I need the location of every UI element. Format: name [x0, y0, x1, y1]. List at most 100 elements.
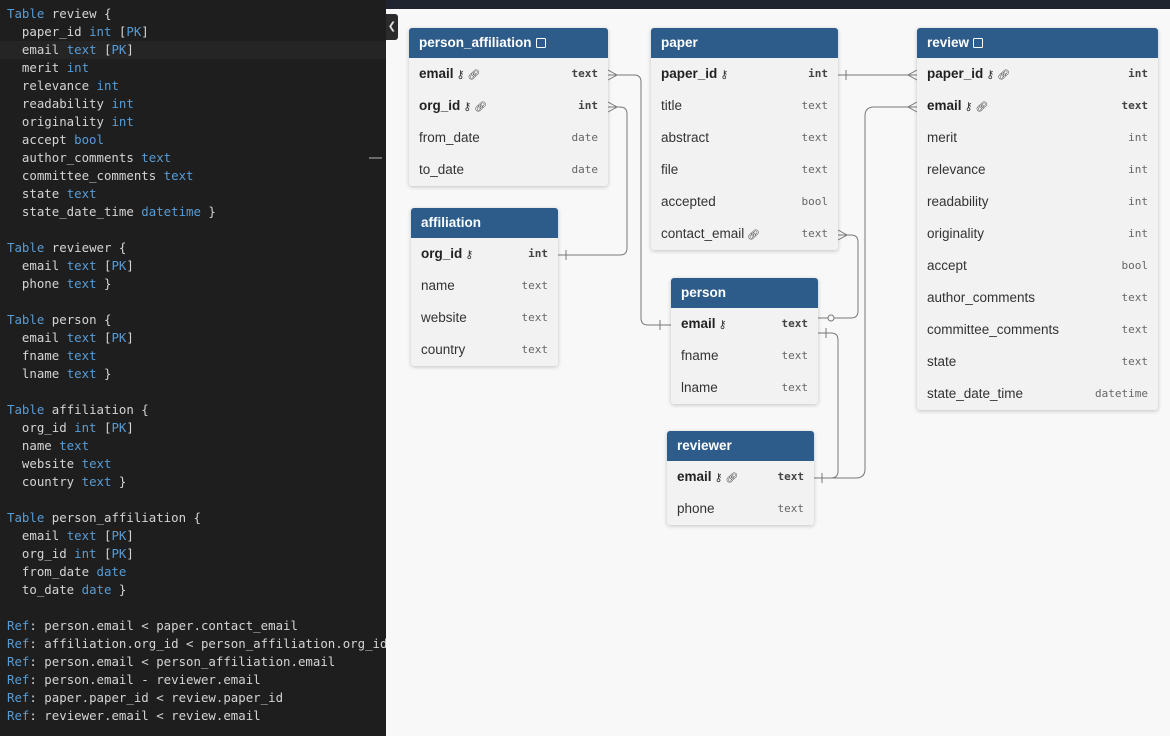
table-header[interactable]: review [917, 28, 1158, 58]
code-line[interactable]: email text [PK] [7, 527, 134, 545]
field-type: int [1128, 163, 1148, 176]
code-line[interactable]: Table review { [7, 5, 111, 23]
code-line[interactable]: Ref: person.email < paper.contact_email [7, 617, 298, 635]
note-icon[interactable] [973, 38, 984, 48]
code-line[interactable]: to_date date } [7, 581, 126, 599]
table-header[interactable]: paper [651, 28, 838, 58]
code-line[interactable]: merit int [7, 59, 89, 77]
code-text: [ [96, 528, 112, 543]
code-line[interactable]: Ref: reviewer.email < review.email [7, 707, 261, 725]
code-line[interactable]: author_comments text [7, 149, 171, 167]
code-line[interactable]: state text [7, 185, 97, 203]
top-bar [386, 0, 1170, 9]
code-line[interactable]: org_id int [PK] [7, 419, 134, 437]
code-line[interactable]: readability int [7, 95, 134, 113]
code-line[interactable]: Ref: person.email - reviewer.email [7, 671, 261, 689]
code-line[interactable]: email text [PK] [7, 41, 134, 59]
code-line[interactable]: accept bool [7, 131, 104, 149]
table-header[interactable]: reviewer [667, 431, 814, 461]
field-name: phone [677, 493, 715, 525]
code-line[interactable]: website text [7, 455, 112, 473]
field-row[interactable]: email⚷text [671, 308, 818, 340]
field-type: date [571, 131, 599, 144]
table-header[interactable]: person_affiliation [409, 28, 608, 58]
code-line[interactable]: Table person { [7, 311, 111, 329]
code-line[interactable]: Table affiliation { [7, 401, 149, 419]
code-text: org_id [7, 546, 75, 561]
collapse-editor-button[interactable]: ❮ [386, 14, 398, 40]
code-line[interactable]: email text [PK] [7, 257, 134, 275]
code-text: [ [96, 420, 112, 435]
field-name-text: relevance [927, 162, 986, 177]
field-row[interactable]: email⚷🔗︎text [917, 90, 1158, 122]
code-editor[interactable]: Table review { paper_id int [PK] email t… [0, 0, 386, 736]
code-line[interactable]: lname text } [7, 365, 112, 383]
code-text: } [111, 474, 127, 489]
code-line[interactable]: state_date_time datetime } [7, 203, 216, 221]
code-text: } [96, 276, 112, 291]
code-line[interactable]: relevance int [7, 77, 119, 95]
code-line[interactable]: paper_id int [PK] [7, 23, 149, 41]
table-header[interactable]: person [671, 278, 818, 308]
code-line[interactable]: country text } [7, 473, 126, 491]
field-row[interactable]: paper_id⚷🔗︎int [917, 58, 1158, 90]
code-line[interactable]: name text [7, 437, 89, 455]
field-name-text: website [421, 310, 467, 325]
code-line[interactable]: Table person_affiliation { [7, 509, 201, 527]
code-line[interactable]: committee_comments text [7, 167, 194, 185]
field-row[interactable]: org_id⚷int [411, 238, 558, 270]
code-line[interactable]: org_id int [PK] [7, 545, 134, 563]
field-row[interactable]: relevance int [917, 154, 1158, 186]
code-line[interactable]: Ref: paper.paper_id < review.paper_id [7, 689, 283, 707]
table-header[interactable]: affiliation [411, 208, 558, 238]
field-name: originality [927, 218, 984, 250]
field-row[interactable]: email⚷🔗︎text [667, 461, 814, 493]
code-line[interactable]: Table reviewer { [7, 239, 126, 257]
field-name-text: originality [927, 226, 985, 241]
key-icon: ⚷ [456, 69, 465, 81]
code-token: PK [111, 258, 127, 273]
code-line[interactable]: email text [PK] [7, 329, 134, 347]
code-text: name [7, 438, 60, 453]
note-icon[interactable] [535, 38, 546, 48]
code-line[interactable]: Ref: affiliation.org_id < person_affilia… [7, 635, 386, 653]
code-line[interactable]: fname text [7, 347, 97, 365]
field-row[interactable]: email⚷🔗︎text [409, 58, 608, 90]
field-row[interactable]: contact_email🔗︎text [651, 218, 838, 250]
scroll-marker[interactable] [369, 157, 382, 159]
code-line[interactable]: from_date date [7, 563, 126, 581]
field-row[interactable]: paper_id⚷int [651, 58, 838, 90]
field-name: state_date_time [927, 378, 1023, 410]
field-name: to_date [419, 154, 464, 186]
field-row[interactable]: org_id⚷🔗︎int [409, 90, 608, 122]
code-line[interactable]: originality int [7, 113, 134, 131]
code-line[interactable]: phone text } [7, 275, 112, 293]
code-line[interactable]: Ref: person.email < person_affiliation.e… [7, 653, 335, 671]
